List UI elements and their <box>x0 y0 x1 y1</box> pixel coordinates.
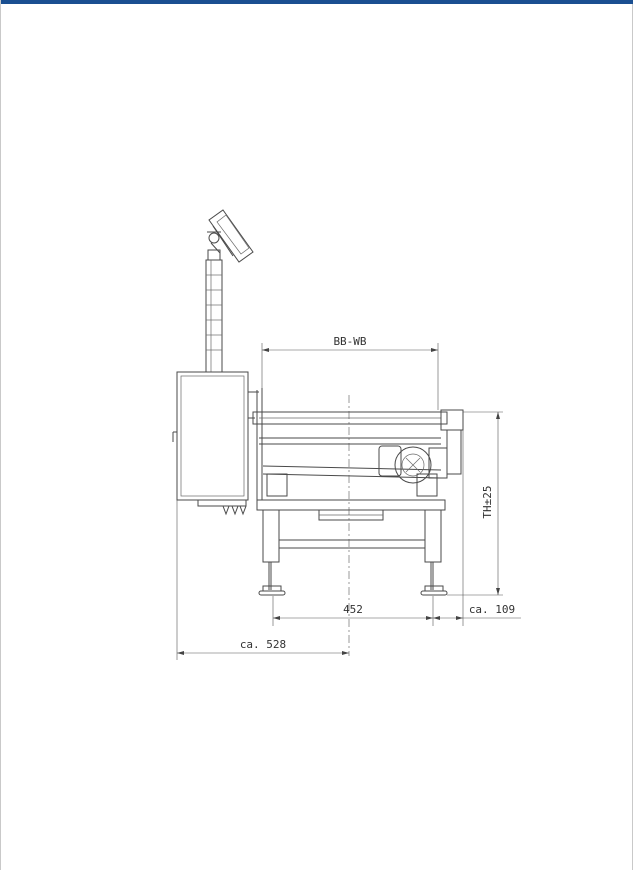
label-transport-height: TH±25 <box>481 485 494 518</box>
dimension-transport-height <box>447 411 503 596</box>
label-overhang-right: ca. 109 <box>469 603 515 616</box>
conveyor-frame <box>252 388 464 500</box>
drive-motor <box>378 445 448 484</box>
label-leg-distance: 452 <box>343 603 363 616</box>
dimension-terminal-offset <box>176 500 349 660</box>
control-cabinet <box>172 371 259 516</box>
dimension-leg-distance <box>272 430 521 626</box>
terminal-column <box>205 249 223 373</box>
terminal-display <box>207 209 254 263</box>
label-terminal-offset: ca. 528 <box>240 638 286 651</box>
base-frame <box>256 499 448 596</box>
label-belt-width: BB-WB <box>333 335 366 348</box>
dimension-belt-width <box>261 343 439 410</box>
header-accent-bar <box>1 0 633 4</box>
